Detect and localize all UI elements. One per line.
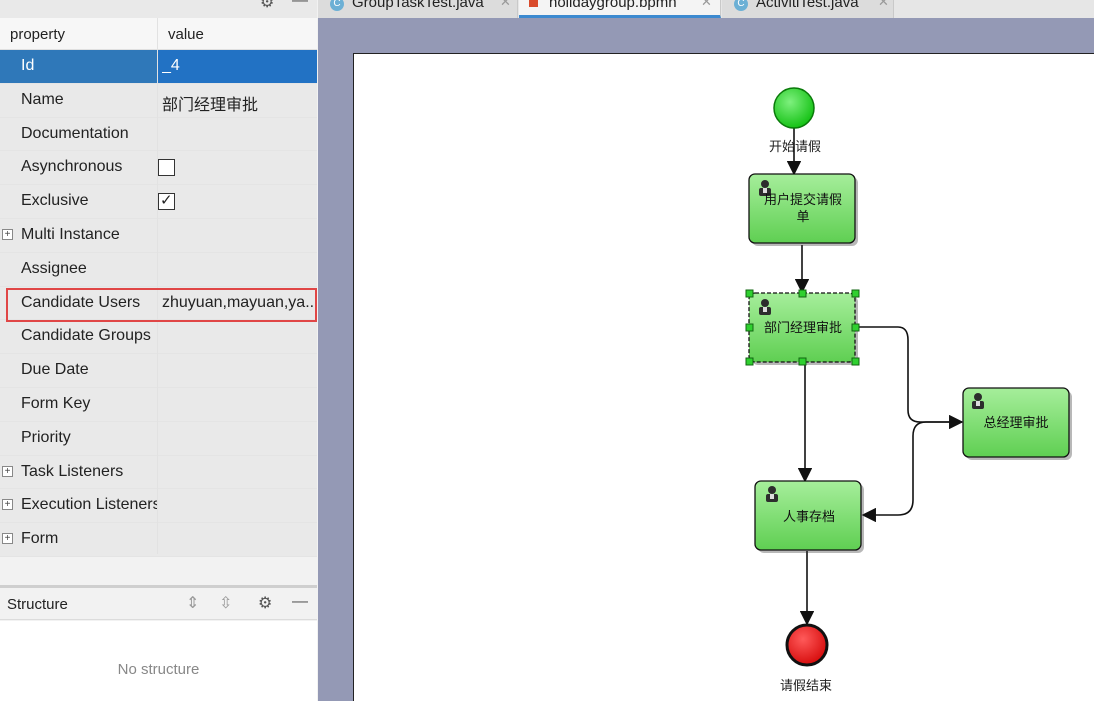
exclusive-checkbox[interactable]: ✓ [158,192,175,211]
diagram-canvas[interactable] [353,53,1094,701]
task-label: 总经理审批 [983,416,1048,431]
property-key: Execution Listeners [21,496,157,514]
property-key: Asynchronous [21,158,123,176]
tab-label: ActivitiTest.java [756,0,859,11]
property-key: Form Key [21,394,91,412]
property-row-candidate-groups[interactable]: Candidate Groups [0,320,317,355]
panel-top-strip: ⚙ — [0,0,317,18]
tab-label: holidaygroup.bpmn [549,0,677,11]
property-key: Candidate Users [21,293,141,311]
task-label-line1: 用户提交请假 [764,192,842,208]
start-event-label: 开始请假 [769,140,821,155]
tab-label: GroupTaskTest.java [352,0,484,11]
property-row-form[interactable]: + Form [0,523,317,557]
property-row-name[interactable]: Name 部门经理审批 [0,83,317,118]
property-key: Assignee [21,259,87,277]
close-icon[interactable]: ✕ [878,0,889,9]
editor-tabs: C GroupTaskTest.java ✕ holidaygroup.bpmn… [318,0,1094,18]
structure-header: Structure ⇕ ⇳ ⚙ — [0,588,317,620]
property-row-id[interactable]: Id _4 [0,50,317,84]
expand-icon[interactable]: + [2,499,13,511]
property-key: Task Listeners [21,462,124,480]
property-key: Due Date [21,361,89,379]
property-key: Id [21,57,35,74]
tab-grouptasktest[interactable]: C GroupTaskTest.java ✕ [318,0,518,18]
value-column-header: value [168,26,204,43]
task-label: 部门经理审批 [764,321,842,336]
property-row-documentation[interactable]: Documentation [0,117,317,152]
close-icon[interactable]: ✕ [701,0,712,9]
candidate-users-highlight [6,288,317,322]
tab-activititest[interactable]: C ActivitiTest.java ✕ [722,0,894,18]
expand-all-icon[interactable]: ⇕ [186,595,200,612]
checkmark-icon: ✓ [160,192,173,210]
property-row-execution-listeners[interactable]: + Execution Listeners [0,489,317,524]
flow-gm-to-hr[interactable] [861,421,962,523]
property-row-asynchronous[interactable]: Asynchronous [0,151,317,186]
task-general-manager-approval[interactable]: 总经理审批 [962,387,1072,460]
class-icon: C [734,0,748,11]
property-row-form-key[interactable]: Form Key [0,387,317,422]
value-cell[interactable] [157,50,317,83]
selection-handles[interactable] [745,289,860,366]
property-key: Documentation [21,124,129,142]
gear-icon[interactable]: ⚙ [260,0,275,11]
property-row-priority[interactable]: Priority [0,421,317,456]
property-key: Multi Instance [21,225,120,243]
property-row-assignee[interactable]: Assignee [0,252,317,287]
task-label: 人事存档 [783,510,835,525]
minimize-icon[interactable]: — [292,0,308,9]
properties-panel: ⚙ — property value Id _4 Name 部门经理审批 Doc… [0,0,317,701]
close-icon[interactable]: ✕ [500,0,511,9]
end-event[interactable] [785,623,829,667]
column-separator[interactable] [157,18,158,554]
sequence-flows [786,128,964,626]
property-key: Name [21,90,64,108]
properties-table: Id _4 Name 部门经理审批 Documentation Asynchro… [0,50,317,557]
panel-splitter[interactable] [0,585,317,588]
task-label-line2: 单 [796,210,809,225]
collapse-all-icon[interactable]: ⇳ [219,595,233,612]
property-row-exclusive[interactable]: Exclusive ✓ [0,185,317,219]
property-row-due-date[interactable]: Due Date [0,354,317,388]
property-key: Priority [21,428,71,446]
property-key: Candidate Groups [21,327,151,345]
property-value[interactable]: 部门经理审批 [162,96,259,114]
bpmn-icon [529,0,538,7]
expand-icon[interactable]: + [2,228,13,240]
property-column-header: property [10,26,66,43]
flow-dept-to-gm[interactable] [857,326,964,430]
structure-body: No structure [0,621,317,701]
task-hr-archive[interactable]: 人事存档 [754,480,864,553]
task-submit-leave[interactable]: 用户提交请假 单 [748,173,858,246]
property-row-task-listeners[interactable]: + Task Listeners [0,455,317,490]
end-event-label: 请假结束 [780,679,832,694]
minimize-icon[interactable]: — [292,593,308,610]
task-dept-manager-approval[interactable]: 部门经理审批 [745,289,860,366]
empty-structure-text: No structure [117,661,200,678]
property-value[interactable]: zhuyuan,mayuan,ya... [162,293,314,311]
class-icon: C [330,0,344,11]
property-key: Form [21,530,59,548]
expand-icon[interactable]: + [2,533,13,545]
start-event[interactable] [773,87,815,129]
property-value[interactable]: _4 [162,57,180,74]
expand-icon[interactable]: + [2,465,13,477]
properties-header: property value [0,18,317,50]
property-row-multi-instance[interactable]: + Multi Instance [0,218,317,253]
property-key: Exclusive [21,192,89,210]
tab-holidaygroup[interactable]: holidaygroup.bpmn ✕ [519,0,721,18]
structure-title: Structure [7,596,68,613]
asynchronous-checkbox[interactable] [158,159,175,177]
property-row-candidate-users[interactable]: Candidate Users zhuyuan,mayuan,ya... [0,286,317,321]
gear-icon[interactable]: ⚙ [258,595,273,612]
